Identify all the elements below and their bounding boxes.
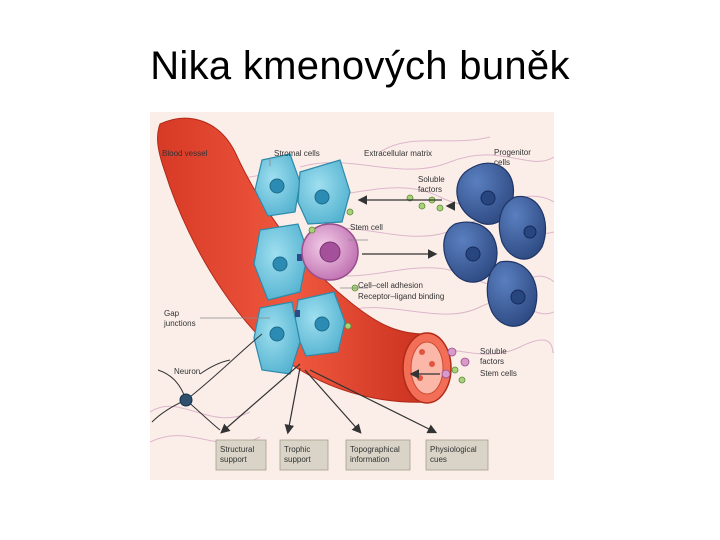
label-cell-cell-adhesion: Cell–cell adhesion <box>358 281 423 290</box>
function-box-physiological: Physiological cues <box>426 440 488 470</box>
svg-text:support: support <box>220 455 247 464</box>
function-box-topographical: Topographical information <box>346 440 410 470</box>
label-neuron: Neuron <box>174 367 200 376</box>
function-box-structural: Structural support <box>216 440 266 470</box>
label-extracellular-matrix: Extracellular matrix <box>364 149 432 158</box>
label-progenitor-line1: Progenitor <box>494 148 531 157</box>
label-stem-cell: Stem cell <box>350 223 383 232</box>
svg-text:information: information <box>350 455 390 464</box>
label-receptor-ligand: Receptor–ligand binding <box>358 292 444 301</box>
label-blood-vessel: Blood vessel <box>162 149 208 158</box>
label-gap-line2: junctions <box>163 319 196 328</box>
svg-text:cues: cues <box>430 455 447 464</box>
svg-text:Structural: Structural <box>220 445 254 454</box>
svg-text:Trophic: Trophic <box>284 445 310 454</box>
label-soluble-factors-line1: Soluble <box>418 175 445 184</box>
label-soluble-factors-line2: factors <box>418 185 442 194</box>
svg-text:support: support <box>284 455 311 464</box>
label-stromal-cells: Stromal cells <box>274 149 320 158</box>
label-gap-line1: Gap <box>164 309 180 318</box>
label-stem-cells-b: Stem cells <box>480 369 517 378</box>
function-box-trophic: Trophic support <box>280 440 328 470</box>
slide-title: Nika kmenových buněk <box>0 44 720 89</box>
label-progenitor-line2: cells <box>494 158 510 167</box>
svg-text:Physiological: Physiological <box>430 445 477 454</box>
label-soluble-b-line2: factors <box>480 357 504 366</box>
neuron-soma <box>180 394 192 406</box>
svg-text:Topographical: Topographical <box>350 445 400 454</box>
label-soluble-b-line1: Soluble <box>480 347 507 356</box>
stem-cell-niche-diagram: Blood vessel Stromal cells Extracellular… <box>150 112 554 480</box>
